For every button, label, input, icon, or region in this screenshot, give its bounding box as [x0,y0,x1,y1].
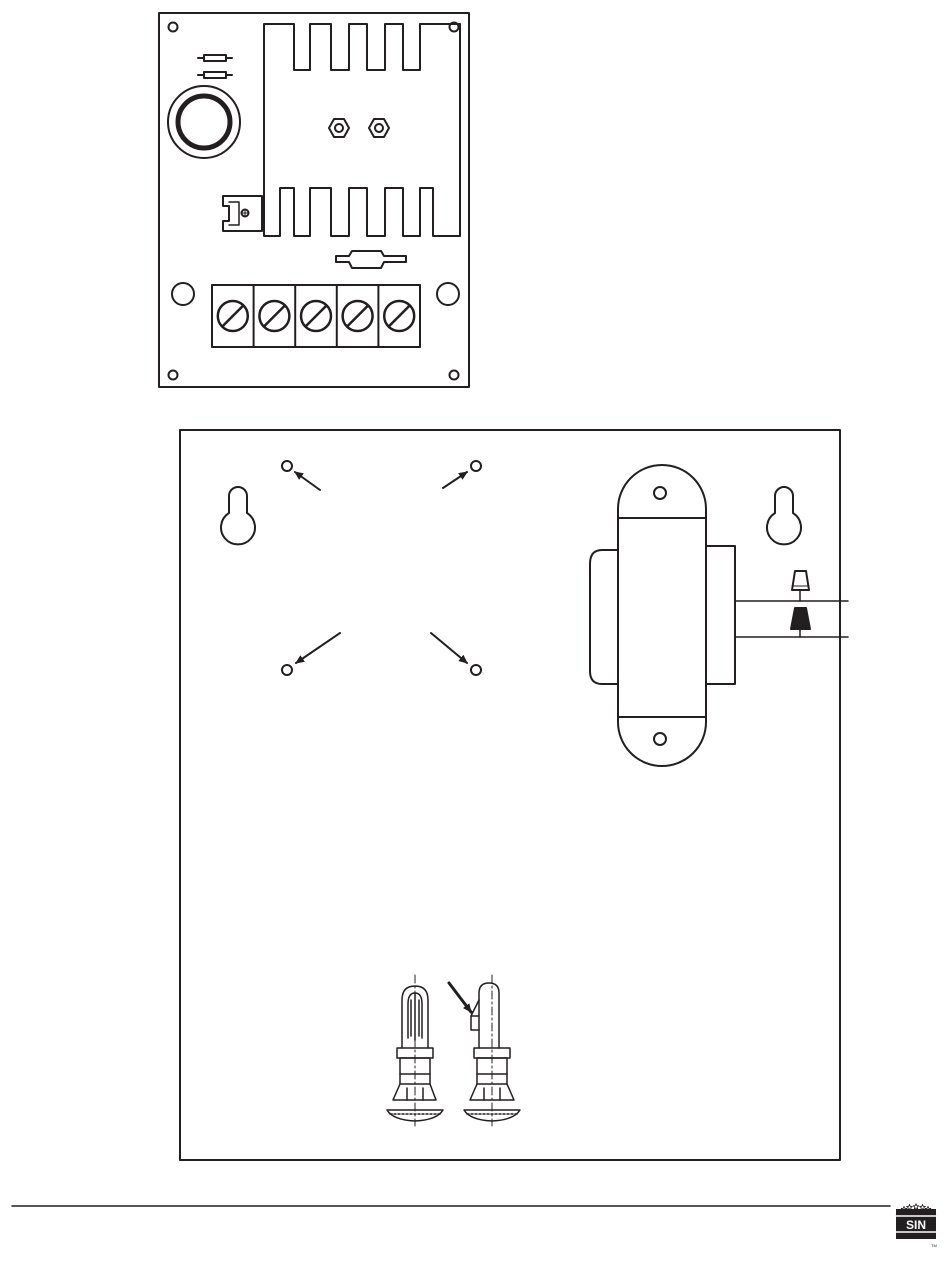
heatsink [264,24,460,236]
board-side-hole-right [437,283,459,305]
rectifier-part [336,251,406,268]
power-supply-board [159,13,469,387]
wire-nut-black [791,608,810,629]
hex-nut-left [329,119,349,137]
arrow-top-right [443,472,467,488]
terminal-screw-2 [254,285,290,347]
mounting-hole-bottom-left [282,665,292,675]
resistor-bottom [198,72,232,78]
pcb-standoff-front [387,975,443,1126]
mounting-hole-top-left [282,461,292,471]
board-side-hole-left [172,283,194,305]
transformer-hole-top [654,487,666,499]
hex-nut-right [369,119,389,137]
terminal-screw-5 [378,285,414,347]
logo-star [913,1204,919,1209]
board-corner-hole-top-left [169,23,178,32]
wire-nut-white [792,571,809,590]
keyhole-slot-left [221,487,255,544]
standoff-pointer-arrow [449,983,471,1012]
logo-star [920,1204,926,1209]
trimmer-potentiometer [223,196,262,231]
enclosure [180,430,848,1160]
terminal-screw-1 [218,301,248,331]
board-corner-hole-bottom-left [169,371,178,380]
arrow-top-left [295,472,320,490]
logo-trademark: TM [931,1243,937,1248]
logo-monogram: SIN [906,1218,926,1232]
transformer-frame [618,465,706,766]
board-corner-hole-bottom-right [450,371,459,380]
mounting-hole-top-right [471,461,481,471]
terminal-screw-3 [295,285,331,347]
terminal-screw-4 [337,285,373,347]
capacitor [168,86,240,158]
pcb-standoff-side [464,975,520,1126]
arrow-bottom-left [296,633,340,663]
logo-star [907,1204,913,1209]
mounting-hole-bottom-right [471,665,481,675]
brand-logo: SIN TM [892,1204,940,1248]
transformer-core-right [706,546,735,684]
transformer [590,465,735,766]
resistor-top [198,55,232,61]
transformer-coil [590,550,618,684]
arrow-bottom-right [431,633,467,663]
terminal-block [212,285,420,347]
transformer-hole-bottom [654,733,666,745]
keyhole-slot-right [767,487,801,544]
